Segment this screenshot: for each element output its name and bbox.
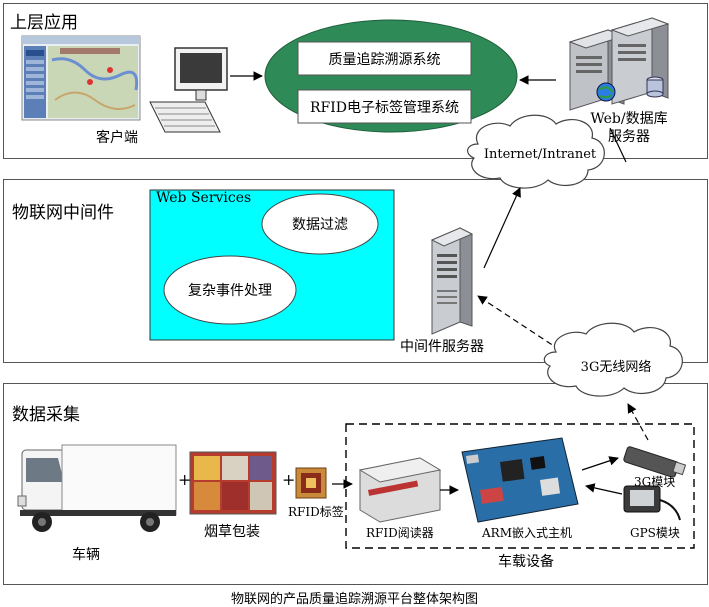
complex-event-ellipse — [163, 255, 297, 325]
rfid-reader-image — [358, 457, 442, 523]
arm-host-label: ARM嵌入式主机 — [482, 526, 572, 540]
layer-title-middleware: 物联网中间件 — [12, 203, 114, 223]
web-db-server-line2: 服务器 — [608, 129, 650, 145]
rfid-tag-label: RFID标签 — [288, 505, 344, 519]
internet-label: Internet/Intranet — [483, 147, 597, 162]
rfid-reader-label: RFID阅读器 — [366, 526, 434, 540]
middleware-server-icon — [430, 227, 474, 335]
web-db-server-line1: Web/数据库 — [590, 111, 668, 127]
3g-module-label: 3G模块 — [634, 475, 676, 489]
plus-sign-1: + — [178, 470, 192, 489]
tobacco-label: 烟草包装 — [204, 524, 260, 540]
complex-event-label: 复杂事件处理 — [188, 283, 272, 299]
data-filter-ellipse — [261, 193, 379, 255]
figure-caption: 物联网的产品质量追踪溯源平台整体架构图 — [230, 592, 478, 607]
gps-module-label: GPS模块 — [630, 526, 680, 540]
layer-title-top: 上层应用 — [10, 13, 78, 33]
truck-image — [17, 444, 177, 532]
tobacco-package-image — [189, 451, 277, 515]
plus-sign-2: + — [282, 470, 296, 489]
web-services-title: Web Services — [156, 190, 252, 206]
web-db-server-label: Web/数据库 服务器 — [584, 110, 674, 146]
wireless-label: 3G无线网络 — [580, 360, 652, 375]
truck-label: 车辆 — [72, 547, 100, 563]
data-filter-label: 数据过滤 — [292, 217, 348, 233]
server-icon — [568, 17, 670, 111]
client-screenshot-image — [21, 35, 141, 121]
3g-module-image — [623, 446, 687, 478]
app-rfid-management: RFID电子标签管理系统 — [309, 100, 459, 116]
arm-board-image — [461, 437, 579, 523]
onboard-device-box — [345, 423, 695, 549]
layer-title-collection: 数据采集 — [12, 405, 80, 425]
middleware-server-label: 中间件服务器 — [400, 339, 484, 355]
client-label: 客户端 — [96, 130, 138, 146]
computer-icon — [149, 47, 228, 133]
wireless-cloud — [543, 322, 683, 397]
gps-module-image — [623, 485, 681, 521]
onboard-device-label: 车载设备 — [498, 554, 554, 570]
internet-cloud — [467, 114, 605, 189]
app-quality-tracing: 质量追踪溯源系统 — [328, 52, 441, 68]
rfid-tag-image — [295, 467, 327, 499]
